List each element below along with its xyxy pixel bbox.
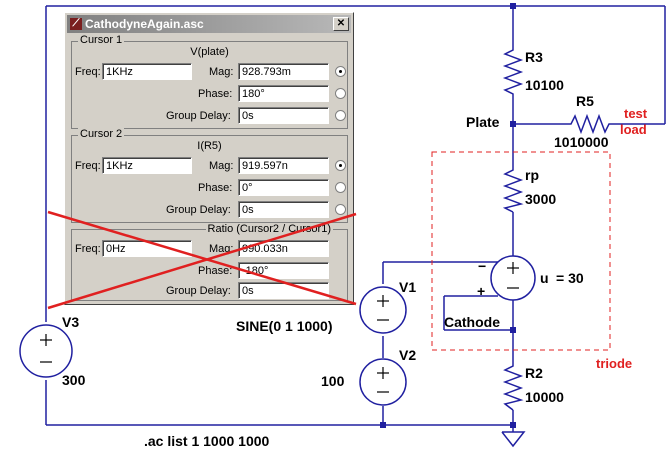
u-name: u	[540, 270, 549, 286]
ratio-group: Ratio (Cursor2 / Cursor1) Freq: 0Hz Mag:…	[71, 223, 348, 301]
cursor2-mag-radio[interactable]	[335, 160, 346, 171]
cursor1-freq-field[interactable]: 1KHz	[102, 63, 192, 80]
cursor1-mag-field[interactable]: 928.793m	[238, 63, 329, 80]
cursor1-phase-label: Phase:	[198, 88, 233, 100]
voltage-source-v1[interactable]	[359, 286, 407, 334]
resistor-rp[interactable]	[502, 164, 524, 213]
r2-name: R2	[525, 365, 543, 381]
r3-value: 10100	[525, 77, 564, 93]
triode-box	[431, 151, 611, 351]
ratio-mag-label: Mag:	[209, 243, 234, 255]
r2-value: 10000	[525, 389, 564, 405]
junction-dot	[380, 422, 386, 428]
voltage-source-v2[interactable]	[359, 358, 407, 406]
cursor1-phase-field[interactable]: 180°	[238, 85, 329, 102]
cursor2-group: Cursor 2 I(R5) Freq: 1KHz Mag: 919.597n …	[71, 128, 348, 223]
v3-name: V3	[62, 314, 79, 330]
dialog-title: CathodyneAgain.asc	[85, 17, 204, 31]
junction-dot	[510, 3, 516, 9]
ratio-gd-field[interactable]: 0s	[238, 282, 329, 299]
ground-symbol	[501, 431, 526, 448]
cursor2-freq-field[interactable]: 1KHz	[102, 157, 192, 174]
cursor1-trace: V(plate)	[190, 46, 229, 58]
u-minus-sign: −	[478, 258, 486, 274]
test-label: test	[624, 106, 648, 121]
v2-value: 100	[321, 373, 345, 389]
cursor2-gd-label: Group Delay:	[166, 204, 231, 216]
cursor2-phase-radio[interactable]	[335, 182, 346, 193]
close-button[interactable]: ✕	[333, 17, 349, 31]
ratio-freq-label: Freq:	[75, 243, 101, 255]
cursor1-legend: Cursor 1	[78, 34, 125, 46]
cursor2-trace: I(R5)	[197, 140, 222, 152]
ltspice-app-icon: ⟋	[70, 18, 82, 30]
ratio-phase-label: Phase:	[198, 265, 233, 277]
dialog-title-bar[interactable]: ⟋CathodyneAgain.asc ✕	[67, 15, 351, 33]
cursor2-mag-label: Mag:	[209, 160, 234, 172]
triode-label: triode	[596, 356, 632, 371]
resistor-r3[interactable]	[502, 44, 524, 96]
u-plus-sign: +	[477, 283, 485, 299]
ratio-freq-field[interactable]: 0Hz	[102, 240, 192, 257]
plate-label: Plate	[466, 114, 500, 130]
v1-value: SINE(0 1 1000)	[236, 318, 333, 334]
cursor2-legend: Cursor 2	[78, 128, 125, 140]
cursor1-gd-field[interactable]: 0s	[238, 107, 329, 124]
cursor2-phase-label: Phase:	[198, 182, 233, 194]
junction-dot	[510, 327, 516, 333]
v2-name: V2	[399, 347, 416, 363]
cursor2-mag-field[interactable]: 919.597n	[238, 157, 329, 174]
cursor1-gd-radio[interactable]	[335, 110, 346, 121]
r3-name: R3	[525, 49, 543, 65]
cursor2-freq-label: Freq:	[75, 160, 101, 172]
cathode-label: Cathode	[444, 314, 500, 330]
load-label: load	[620, 122, 647, 137]
u-value: = 30	[556, 270, 584, 286]
junction-dot	[510, 422, 516, 428]
cursor1-freq-label: Freq:	[75, 66, 101, 78]
junction-dot	[510, 121, 516, 127]
ratio-mag-field[interactable]: 990.033n	[238, 240, 329, 257]
ratio-trace: Ratio (Cursor2 / Cursor1)	[205, 223, 333, 235]
cursor-dialog[interactable]: ⟋CathodyneAgain.asc ✕ Cursor 1 V(plate) …	[64, 12, 354, 305]
rp-name: rp	[525, 167, 539, 183]
cursor1-phase-radio[interactable]	[335, 88, 346, 99]
ratio-gd-label: Group Delay:	[166, 285, 231, 297]
dependent-source-u[interactable]	[490, 255, 536, 301]
cursor2-gd-radio[interactable]	[335, 204, 346, 215]
voltage-source-v3[interactable]	[19, 324, 73, 378]
v1-name: V1	[399, 279, 416, 295]
cursor2-phase-field[interactable]: 0°	[238, 179, 329, 196]
cursor1-mag-radio[interactable]	[335, 66, 346, 77]
resistor-r5[interactable]	[565, 113, 617, 135]
cursor2-gd-field[interactable]: 0s	[238, 201, 329, 218]
r5-value: 1010000	[554, 134, 609, 150]
ratio-phase-field[interactable]: -180°	[238, 262, 329, 279]
rp-value: 3000	[525, 191, 556, 207]
r5-name: R5	[576, 93, 594, 109]
cursor1-mag-label: Mag:	[209, 66, 234, 78]
cursor1-gd-label: Group Delay:	[166, 110, 231, 122]
resistor-r2[interactable]	[502, 360, 524, 411]
ac-directive[interactable]: .ac list 1 1000 1000	[144, 433, 270, 449]
v3-value: 300	[62, 372, 86, 388]
cursor1-group: Cursor 1 V(plate) Freq: 1KHz Mag: 928.79…	[71, 34, 348, 129]
